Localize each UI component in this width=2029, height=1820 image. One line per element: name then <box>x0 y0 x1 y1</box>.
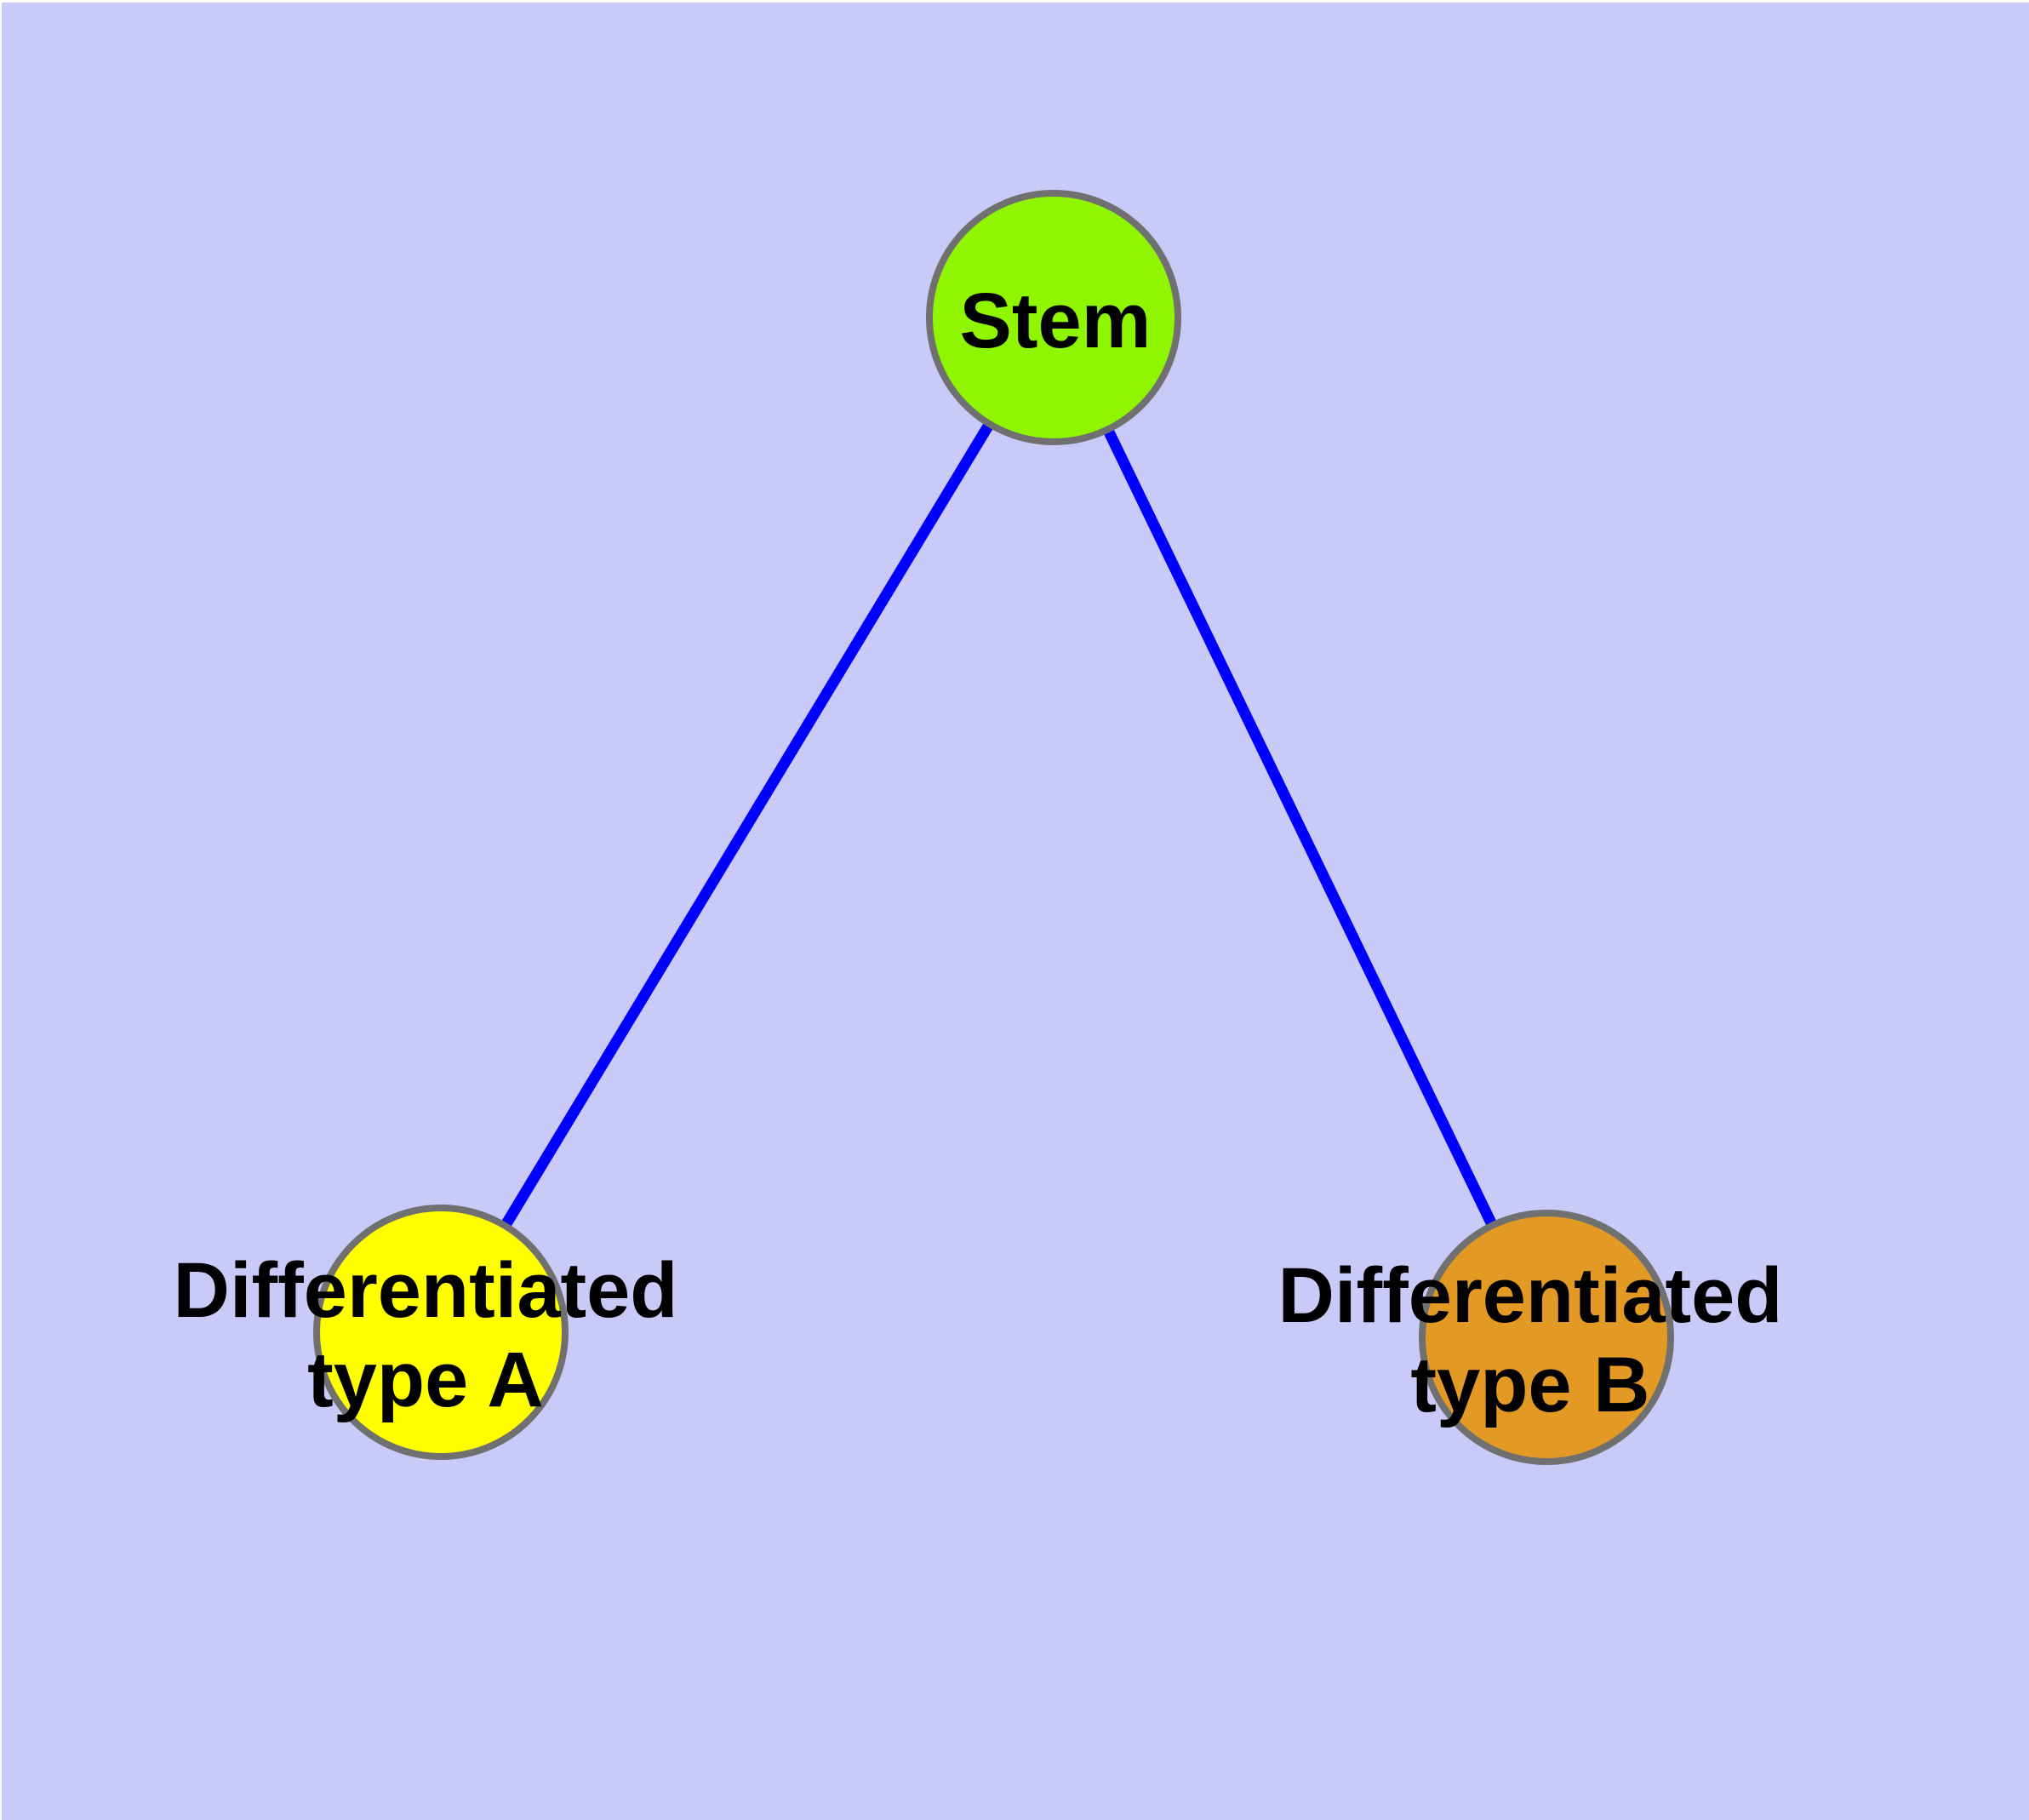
edge-stem-to-type-a <box>436 314 1059 1336</box>
node-stem <box>926 190 1181 445</box>
edge-stem-to-type-b <box>1049 315 1552 1340</box>
node-differentiated-type-b-label-line2: type B <box>1410 1342 1649 1428</box>
node-differentiated-type-a-label-line1: Differentiated <box>174 1247 678 1334</box>
node-differentiated-type-b <box>1419 1210 1674 1465</box>
node-differentiated-type-a-label-line2: type A <box>307 1336 544 1423</box>
node-stem-label: Stem <box>960 278 1152 364</box>
node-differentiated-type-a <box>313 1205 569 1460</box>
node-differentiated-type-b-label-line1: Differentiated <box>1278 1252 1783 1339</box>
